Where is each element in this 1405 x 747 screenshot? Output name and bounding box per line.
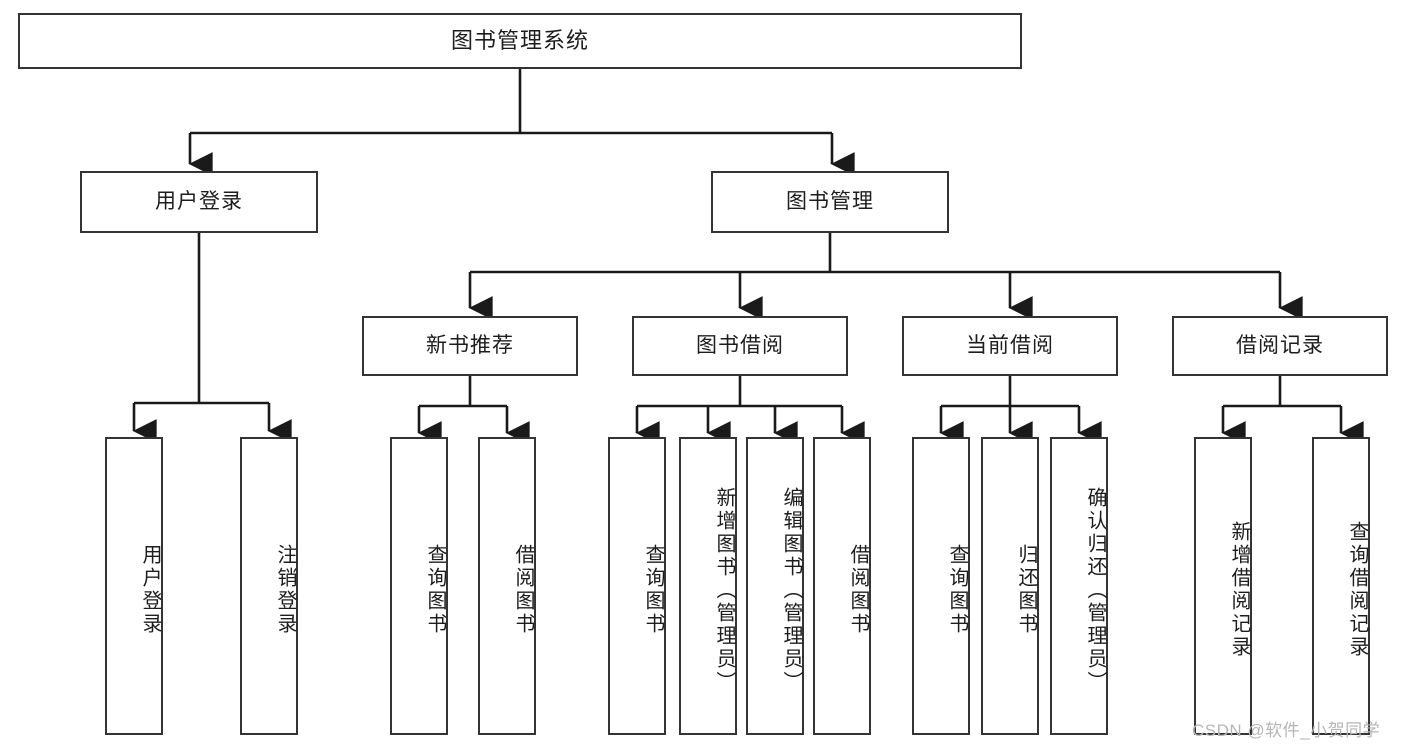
node-new-book-recommend[interactable]: 新书推荐 (362, 316, 578, 376)
node-label: 借阅图书 (512, 544, 534, 636)
node-label: 新书推荐 (426, 333, 514, 357)
node-label: 归还图书 (1015, 544, 1037, 636)
leaf-newbook-borrow-book[interactable]: 借阅图书 (478, 437, 536, 735)
node-label: 新增借阅记录 (1228, 521, 1250, 659)
node-label: 借阅图书 (847, 544, 869, 636)
node-label: 查询图书 (424, 544, 446, 636)
node-label: 注销登录 (274, 544, 296, 636)
node-label: 查询图书 (642, 544, 664, 636)
csdn-watermark: CSDN @软件_小贺同学 (1192, 721, 1381, 740)
node-label: 借阅记录 (1236, 333, 1324, 357)
leaf-current-return-book[interactable]: 归还图书 (981, 437, 1039, 735)
node-label: 图书借阅 (696, 333, 784, 357)
leaf-borrow-query-book[interactable]: 查询图书 (608, 437, 666, 735)
node-label: 用户登录 (139, 544, 161, 636)
node-label: 查询借阅记录 (1346, 521, 1368, 659)
leaf-user-login[interactable]: 用户登录 (105, 437, 163, 735)
leaf-borrow-edit-book-admin[interactable]: 编辑图书（管理员） (746, 437, 804, 735)
node-book-borrow[interactable]: 图书借阅 (632, 316, 848, 376)
leaf-record-query-borrow-record[interactable]: 查询借阅记录 (1312, 437, 1370, 735)
node-label: 用户登录 (155, 189, 243, 213)
leaf-borrow-add-book-admin[interactable]: 新增图书（管理员） (679, 437, 737, 735)
node-borrow-record[interactable]: 借阅记录 (1172, 316, 1388, 376)
node-label: 图书管理系统 (450, 28, 589, 54)
leaf-borrow-borrow-book[interactable]: 借阅图书 (813, 437, 871, 735)
node-label: 确认归还（管理员） (1084, 486, 1106, 694)
node-label: 图书管理 (786, 189, 874, 213)
node-label: 编辑图书（管理员） (780, 486, 802, 694)
leaf-logout[interactable]: 注销登录 (240, 437, 298, 735)
leaf-current-confirm-return-admin[interactable]: 确认归还（管理员） (1050, 437, 1108, 735)
node-root-book-management-system[interactable]: 图书管理系统 (18, 13, 1022, 69)
leaf-newbook-query-book[interactable]: 查询图书 (390, 437, 448, 735)
node-book-management[interactable]: 图书管理 (711, 171, 949, 233)
leaf-record-add-borrow-record[interactable]: 新增借阅记录 (1194, 437, 1252, 735)
node-current-borrow[interactable]: 当前借阅 (902, 316, 1118, 376)
node-label: 查询图书 (946, 544, 968, 636)
leaf-current-query-book[interactable]: 查询图书 (912, 437, 970, 735)
node-label: 新增图书（管理员） (713, 486, 735, 694)
node-label: 当前借阅 (966, 333, 1054, 357)
node-user-login[interactable]: 用户登录 (80, 171, 318, 233)
